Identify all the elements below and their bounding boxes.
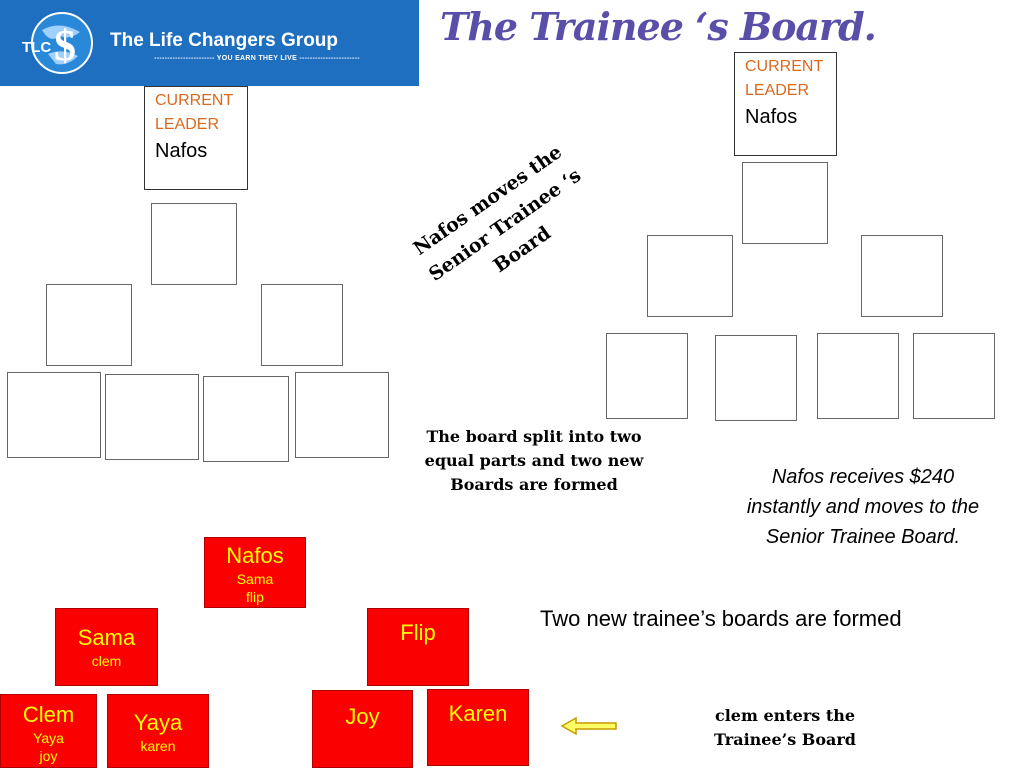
left-board-slot [105, 374, 199, 460]
left-arrow-icon [560, 716, 617, 736]
red-top-sub1: Sama [236, 571, 274, 587]
left-board-slot [7, 372, 101, 458]
red-top-main: Nafos [226, 543, 284, 568]
globe-logo-icon: TLC $ [22, 12, 93, 74]
red-box-left-mid: Sama clem [55, 608, 158, 686]
red-bottom-4-main: Karen [448, 701, 508, 726]
red-box-right-mid: Flip [367, 608, 469, 686]
red-bottom-2-sub1: karen [140, 738, 176, 754]
right-board-slot [817, 333, 899, 419]
left-board-slot [151, 203, 237, 285]
left-board-slot [261, 284, 343, 366]
red-right-mid-main: Flip [400, 620, 436, 645]
receive-payment-text: Nafos receives $240 instantly and moves … [746, 466, 980, 548]
svg-text:$: $ [54, 21, 76, 70]
clem-enters-text: clem enters the Trainee’s Board [690, 704, 880, 752]
red-left-mid-main: Sama [77, 625, 136, 650]
right-board-slot [913, 333, 995, 419]
right-leader-label-2: LEADER [745, 82, 810, 99]
left-leader-label-2: LEADER [155, 116, 220, 133]
right-board-slot [647, 235, 733, 317]
red-bottom-3-main: Joy [345, 704, 380, 729]
page-title: The Trainee ‘s Board. [440, 4, 877, 49]
company-logo: TLC $ The Life Changers Group ----------… [0, 0, 419, 86]
logo-title: The Life Changers Group [110, 30, 339, 51]
red-box-bottom-3: Joy [312, 690, 413, 768]
red-bottom-1-main: Clem [22, 702, 75, 727]
right-leader-box: CURRENT LEADER Nafos [734, 52, 837, 156]
clem-enters-line-1: clem enters the [714, 706, 856, 725]
right-board-slot [606, 333, 688, 419]
red-box-bottom-2: Yaya karen [107, 694, 209, 768]
red-top-sub2: flip [246, 589, 264, 605]
left-board-slot [295, 372, 389, 458]
right-board-slot [715, 335, 797, 421]
left-leader-box: CURRENT LEADER Nafos [144, 86, 248, 190]
logo-tagline: ----------------------- YOU EARN THEY LI… [154, 55, 360, 62]
red-box-bottom-1: Clem Yaya joy [0, 694, 97, 768]
left-board-slot [203, 376, 289, 462]
red-bottom-1-sub2: joy [39, 748, 58, 764]
logo-badge: TLC [22, 39, 51, 56]
right-board-slot [742, 162, 828, 244]
red-box-bottom-4: Karen [427, 689, 529, 766]
red-left-mid-sub1: clem [91, 653, 122, 669]
left-board-slot [46, 284, 132, 366]
clem-enters-line-2: Trainee’s Board [714, 730, 856, 749]
red-box-top: Nafos Sama flip [204, 537, 306, 608]
left-leader-label-1: CURRENT [155, 92, 234, 109]
two-new-boards-text: Two new trainee’s boards are formed [540, 606, 902, 631]
right-leader-name: Nafos [745, 106, 798, 128]
moves-to-senior-text: Nafos moves the Senior Trainee ‘s Board [389, 125, 621, 325]
right-leader-label-1: CURRENT [745, 58, 824, 75]
board-split-text: The board split into two equal parts and… [424, 427, 644, 494]
right-board-slot [861, 235, 943, 317]
left-leader-name: Nafos [155, 140, 208, 162]
red-bottom-1-sub1: Yaya [33, 730, 64, 746]
red-bottom-2-main: Yaya [133, 710, 183, 735]
